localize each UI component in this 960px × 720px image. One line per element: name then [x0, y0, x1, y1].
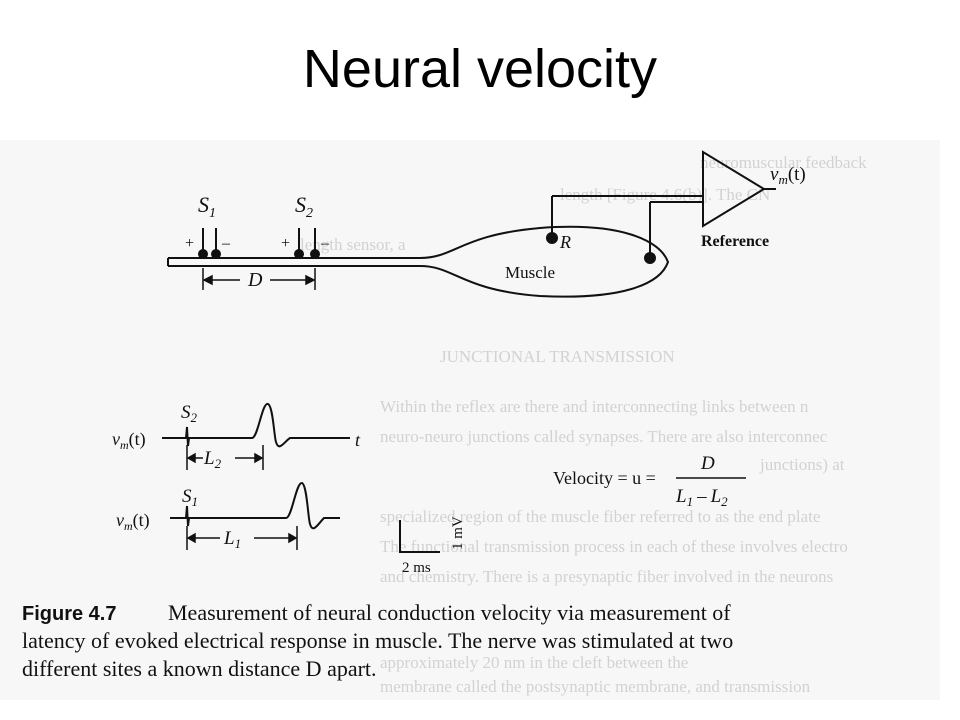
- muscle-label: Muscle: [505, 263, 555, 282]
- svg-text:length [Figure 4.6(b)]. The CN: length [Figure 4.6(b)]. The CN: [560, 185, 770, 204]
- distance-label: D: [247, 269, 263, 291]
- top-trace: [162, 402, 350, 448]
- bottom-trace-marker: S1: [182, 486, 198, 509]
- electrode-r-label: R: [559, 232, 571, 252]
- equation-numerator: D: [700, 453, 715, 474]
- bottom-trace: [170, 481, 340, 530]
- time-scale-label: 2 ms: [402, 560, 431, 576]
- svg-text:neuromuscular feedback: neuromuscular feedback: [700, 153, 867, 172]
- s2-plus: +: [281, 235, 290, 252]
- amplifier-output-label: vm(t): [770, 164, 806, 187]
- amplifier: [552, 150, 776, 228]
- top-trace-label: vm(t): [112, 429, 146, 452]
- svg-text:membrane called the postsynapt: membrane called the postsynaptic membran…: [380, 677, 811, 696]
- equation-denominator: L1–L2: [675, 486, 728, 509]
- l1-dimension: [186, 526, 298, 550]
- svg-text:and chemistry. There is a pres: and chemistry. There is a presynaptic fi…: [380, 567, 833, 586]
- slide-title: Neural velocity: [302, 39, 658, 99]
- svg-text:specialized region of the musc: specialized region of the muscle fiber r…: [380, 507, 820, 526]
- s1-minus: –: [221, 235, 231, 252]
- scale-bar: [399, 520, 440, 553]
- svg-text:length sensor, a: length sensor, a: [300, 235, 406, 254]
- recording-electrode-r: [546, 196, 558, 244]
- svg-text:The functional transmission pr: The functional transmission process in e…: [380, 537, 848, 556]
- figure-drawing: neuromuscular feedback length [Figure 4.…: [22, 150, 867, 696]
- scanned-figure: neuromuscular feedback length [Figure 4.…: [0, 140, 940, 700]
- svg-text:neuro-neuro junctions called s: neuro-neuro junctions called synapses. T…: [380, 427, 828, 446]
- top-trace-marker: S2: [181, 402, 198, 425]
- l2-label: L2: [203, 448, 222, 471]
- l1-label: L1: [223, 528, 241, 551]
- muscle-body: [419, 225, 670, 298]
- caption-line-1: Measurement of neural conduction velocit…: [168, 600, 731, 625]
- figure-caption: Figure 4.7 Measurement of neural conduct…: [22, 600, 733, 681]
- s2-minus: –: [320, 235, 330, 252]
- svg-text:approximately 20 nm in the cle: approximately 20 nm in the cleft between…: [380, 653, 688, 672]
- s1-label: S1: [198, 192, 216, 221]
- nerve-fiber: [167, 257, 420, 267]
- stim-electrodes-s1: [198, 228, 221, 259]
- svg-text:JUNCTIONAL TRANSMISSION: JUNCTIONAL TRANSMISSION: [440, 347, 675, 366]
- svg-text:junctions) at: junctions) at: [759, 455, 845, 474]
- reference-electrode: [644, 202, 656, 264]
- l2-dimension: [186, 445, 264, 470]
- s2-label: S2: [295, 192, 313, 221]
- s1-plus: +: [185, 235, 194, 252]
- caption-line-3: different sites a known distance D apart…: [22, 656, 377, 681]
- distance-dimension: [202, 268, 316, 290]
- bottom-trace-label: vm(t): [116, 510, 150, 533]
- bleed-through-text: neuromuscular feedback length [Figure 4.…: [300, 153, 867, 696]
- caption-line-2: latency of evoked electrical response in…: [22, 628, 733, 653]
- equation-lhs: Velocity = u =: [553, 468, 656, 488]
- time-axis-label: t: [355, 430, 361, 450]
- voltage-scale-label: 1 mV: [450, 516, 466, 550]
- stim-electrodes-s2: [294, 228, 320, 259]
- svg-text:Within the reflex are there an: Within the reflex are there and intercon…: [380, 397, 809, 416]
- caption-label: Figure 4.7: [22, 603, 116, 625]
- reference-label: Reference: [701, 233, 769, 250]
